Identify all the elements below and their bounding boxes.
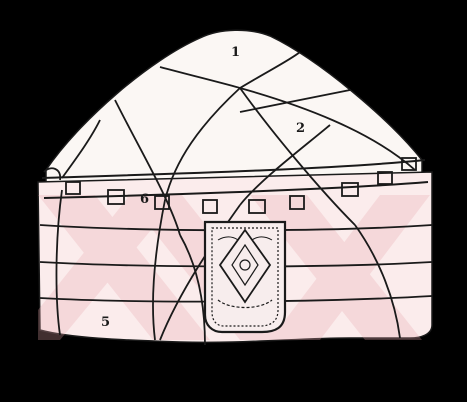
label-5: 5: [101, 315, 110, 330]
ornamented-door-panel: [205, 222, 285, 332]
label-6: 6: [140, 192, 149, 207]
label-2: 2: [296, 121, 305, 136]
label-1: 1: [231, 45, 240, 60]
